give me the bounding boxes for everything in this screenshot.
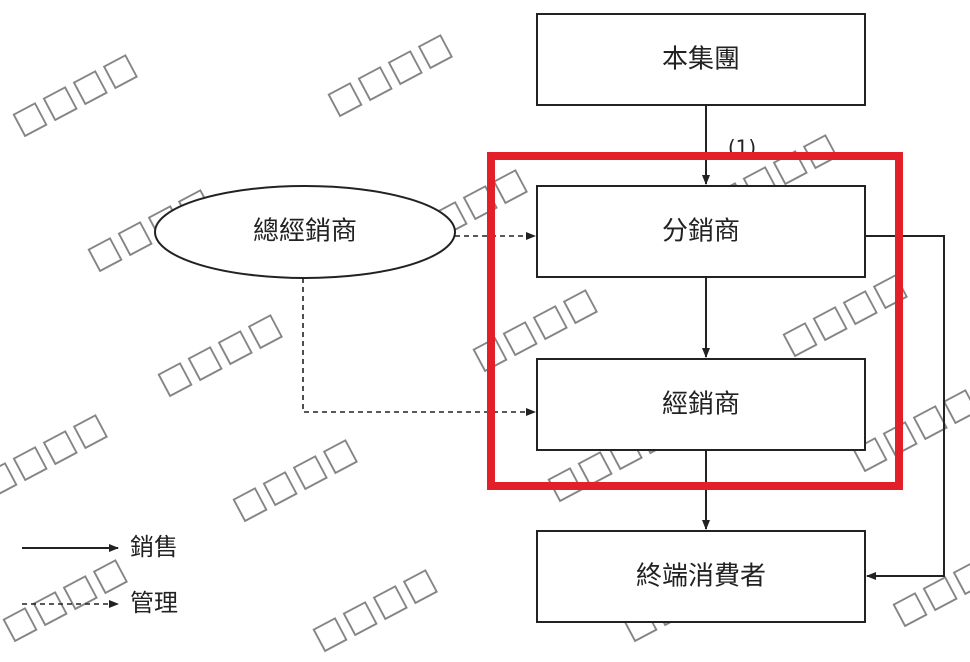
node-group-box: [536, 13, 866, 106]
node-sub-distributor: 分銷商: [536, 185, 866, 278]
node-distributor-label: 經銷商: [662, 390, 740, 420]
legend-management-label: 管理: [130, 589, 178, 617]
watermark-text: □□□□: [0, 549, 135, 648]
watermark-text: □□□□: [225, 429, 364, 528]
watermark-text: □□□□: [320, 24, 459, 123]
legend-sales-label: 銷售: [130, 533, 178, 561]
node-end-consumer-label: 終端消費者: [636, 562, 766, 592]
watermark-text: □□□□: [775, 264, 914, 363]
highlight-box: [487, 152, 903, 490]
node-general-distributor-label: 總經銷商: [253, 217, 357, 247]
edge-general-to-distributor: [302, 278, 536, 416]
node-sub-distributor-box: [536, 185, 866, 278]
node-group-label: 本集團: [662, 45, 740, 75]
watermark-text: □□□□: [5, 44, 144, 143]
node-sub-distributor-label: 分銷商: [662, 217, 740, 247]
node-general-distributor-ellipse: [154, 185, 456, 279]
watermark-text: □□□□: [150, 304, 289, 403]
legend: 銷售 管理: [22, 533, 178, 617]
watermark-text: □□□□: [305, 559, 444, 658]
node-group: 本集團: [536, 13, 866, 106]
node-end-consumer: 終端消費者: [536, 530, 866, 623]
node-distributor: 經銷商: [536, 358, 866, 451]
node-general-distributor: 總經銷商: [154, 185, 456, 279]
node-end-consumer-box: [536, 530, 866, 623]
watermark-text: □□□□: [885, 534, 970, 633]
watermark-text: □□□□: [0, 404, 115, 503]
edge-sub-distributor-to-end-consumer: [865, 235, 945, 580]
node-distributor-box: [536, 358, 866, 451]
